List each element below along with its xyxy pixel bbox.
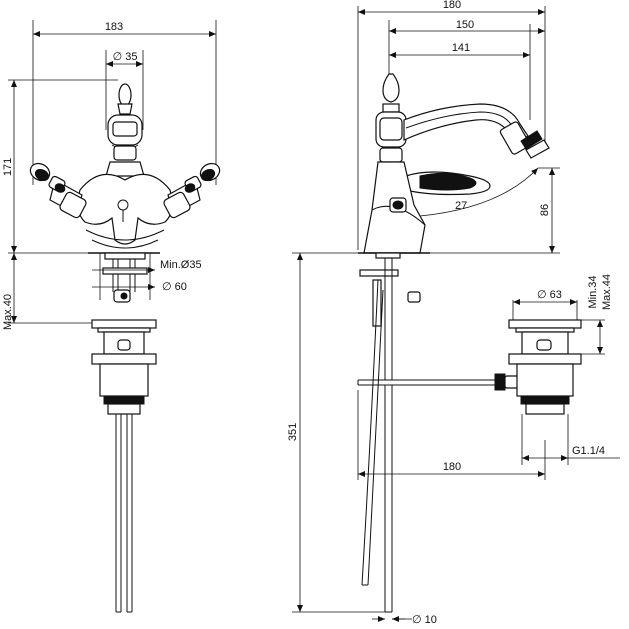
front-max-thickness-label: Max.40 (2, 294, 14, 330)
side-rod-diameter-label: ∅ 10 (412, 614, 437, 626)
waste-thread-label: G1.1/4 (572, 445, 605, 457)
right-handle (163, 162, 221, 219)
side-pull-rod-reach-label: 180 (443, 461, 461, 473)
waste-diameter-label: ∅ 63 (537, 289, 562, 301)
side-spout-height-label: 86 (539, 204, 551, 216)
side-view: 180 150 141 86 27 (287, 0, 560, 626)
front-view: 183 ∅ 35 171 Max.40 (2, 20, 221, 613)
side-depth-label: 180 (443, 0, 461, 11)
side-spout-reach-label: 150 (456, 19, 474, 31)
front-height-label: 171 (2, 158, 14, 176)
left-handle (29, 162, 87, 219)
waste-min-label: Min.34 (587, 275, 599, 308)
side-lever-reach-label: 141 (452, 42, 470, 54)
waste-max-label: Max.44 (601, 274, 613, 310)
front-hole-min-label: Min.Ø35 (160, 259, 202, 271)
side-pipe-length-label: 351 (287, 423, 299, 441)
side-swivel-angle-label: 27 (455, 200, 467, 212)
front-width-label: 183 (105, 21, 123, 33)
front-spout-diameter-label: ∅ 35 (113, 51, 138, 63)
front-base-diameter-label: ∅ 60 (162, 281, 187, 293)
waste-detail: ∅ 63 Min.34 Max.44 G1.1/4 (508, 274, 620, 465)
